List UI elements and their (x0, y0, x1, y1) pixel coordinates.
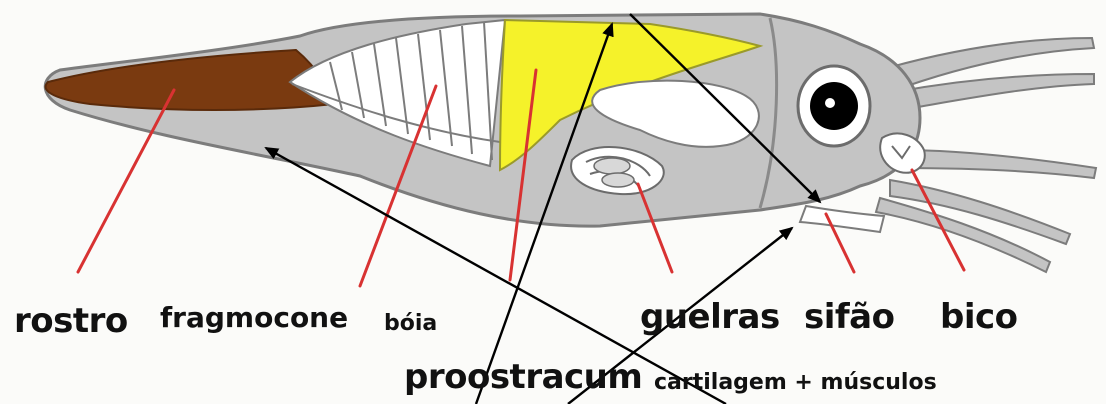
label-rostro: rostro (14, 304, 128, 338)
label-guelras: guelras (640, 300, 780, 334)
siphon (800, 206, 884, 232)
eye (798, 66, 870, 146)
rostrum (46, 50, 334, 110)
label-boia: bóia (384, 313, 437, 335)
label-bico: bico (940, 300, 1018, 334)
label-cartilagem: cartilagem + músculos (654, 372, 937, 394)
label-sifao: sifão (804, 300, 895, 334)
label-fragmocone: fragmocone (160, 304, 348, 332)
label-proostracum: proostracum (404, 360, 642, 394)
